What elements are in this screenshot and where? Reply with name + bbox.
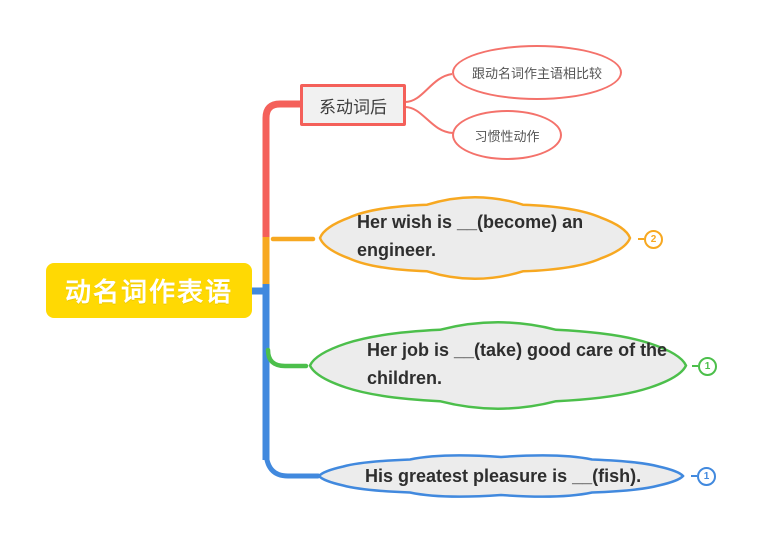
subtopic-habitual-action[interactable]: 习惯性动作 (452, 110, 562, 160)
cloud-shape-green (308, 321, 688, 410)
cloud-shape-blue (317, 454, 685, 498)
subtopic-compare-with-gerund-subject[interactable]: 跟动名词作主语相比较 (452, 45, 622, 100)
example-text-fish: His greatest pleasure is __(fish). (365, 466, 642, 486)
example-node-take[interactable]: Her job is __(take) good care of the chi… (301, 319, 695, 412)
topic-linking-verb[interactable]: 系动词后 (300, 84, 406, 126)
root-topic[interactable]: 动名词作表语 (46, 263, 252, 318)
example-text-take: Her job is __(take) good care of the chi… (367, 340, 668, 388)
cloud-shape-orange (318, 195, 632, 281)
example-node-become[interactable]: Her wish is __(become) an engineer. (311, 194, 639, 282)
collapse-badge-1-blue[interactable]: 1 (697, 467, 716, 486)
collapse-badge-2[interactable]: 2 (644, 230, 663, 249)
red-curve-to-ellipse-2 (404, 106, 454, 134)
collapse-badge-1-green[interactable]: 1 (698, 357, 717, 376)
example-text-become: Her wish is __(become) an engineer. (357, 212, 584, 260)
red-branch-line (262, 100, 302, 241)
red-curve-to-ellipse-1 (404, 73, 453, 103)
example-node-fish[interactable]: His greatest pleasure is __(fish). (310, 448, 692, 504)
blue-branch-line (263, 447, 321, 479)
green-branch-line (265, 347, 309, 369)
